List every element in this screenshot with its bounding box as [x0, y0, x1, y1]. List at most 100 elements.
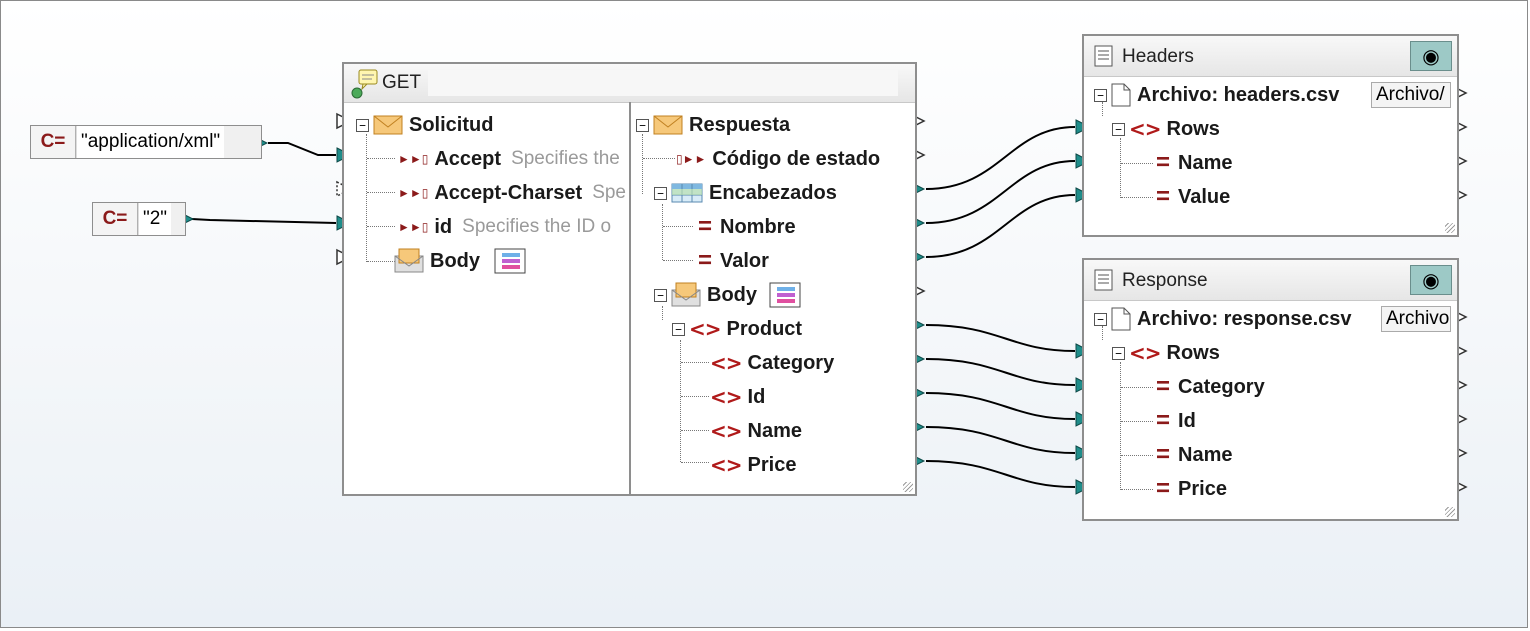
- field-label: Nombre: [720, 215, 796, 238]
- eye-icon[interactable]: ◉: [1410, 265, 1452, 295]
- tree-node-respuesta[interactable]: − Respuesta: [636, 108, 790, 142]
- file-button[interactable]: Archivo/: [1371, 82, 1451, 108]
- element-label: Name: [747, 419, 802, 442]
- respuesta-label: Respuesta: [689, 113, 791, 136]
- collapse-toggle[interactable]: −: [654, 186, 667, 200]
- wire-id-id: [925, 392, 1076, 420]
- field-valor[interactable]: = Valor: [698, 244, 769, 278]
- tree-line: [1121, 421, 1153, 422]
- tree-line: [367, 192, 395, 193]
- rows-node[interactable]: − <> Rows: [1112, 112, 1220, 146]
- body-label: Body: [707, 283, 757, 306]
- element-id[interactable]: <> Id: [710, 380, 765, 414]
- tree-line: [367, 158, 395, 159]
- constant-2[interactable]: C= "2": [92, 202, 186, 236]
- request-body[interactable]: Body: [394, 244, 526, 278]
- get-component[interactable]: GET − Solicitud ►►▯ Accept Specifies the…: [342, 62, 917, 496]
- tree-node-solicitud[interactable]: − Solicitud: [356, 108, 493, 142]
- field-name[interactable]: = Name: [1156, 146, 1233, 180]
- structure-settings-icon[interactable]: [494, 248, 526, 274]
- headers-titlebar[interactable]: Headers ◉: [1084, 36, 1457, 77]
- field-value[interactable]: = Value: [1156, 180, 1230, 214]
- file-button[interactable]: Archivo: [1381, 306, 1451, 332]
- constant-value[interactable]: "2": [138, 203, 172, 235]
- file-node[interactable]: − Archivo: headers.csv: [1094, 78, 1339, 112]
- resize-handle[interactable]: [903, 482, 913, 492]
- text-file-icon: [1094, 45, 1113, 67]
- resize-handle[interactable]: [1445, 223, 1455, 233]
- collapse-toggle[interactable]: −: [672, 322, 685, 336]
- collapse-toggle[interactable]: −: [1112, 122, 1125, 136]
- tree-line: [1102, 102, 1103, 116]
- tree-line: [367, 261, 395, 262]
- field-nombre[interactable]: = Nombre: [698, 210, 796, 244]
- constant-value[interactable]: "application/xml": [76, 126, 225, 158]
- status-code-node[interactable]: ▯►► Código de estado: [676, 142, 880, 176]
- tree-line: [681, 462, 709, 463]
- field-name[interactable]: = Name: [1156, 438, 1233, 472]
- wire-name-name: [925, 426, 1076, 454]
- xml-element-icon: <>: [710, 385, 743, 409]
- xml-element-icon: <>: [689, 317, 722, 341]
- field-price[interactable]: = Price: [1156, 472, 1227, 506]
- tree-line: [1121, 387, 1153, 388]
- title-filler: [428, 70, 898, 96]
- headers-component[interactable]: Headers ◉ − Archivo: headers.csv Archivo…: [1082, 34, 1459, 237]
- document-icon: [1111, 307, 1131, 331]
- tree-line: [1121, 163, 1153, 164]
- tree-line: [681, 362, 709, 363]
- field-label: Value: [1178, 185, 1231, 208]
- param-label: id: [434, 215, 453, 238]
- tree-line: [681, 430, 709, 431]
- element-label: Category: [747, 351, 835, 374]
- tree-node-product[interactable]: − <> Product: [672, 312, 802, 346]
- wire-product-rows: [925, 324, 1076, 352]
- collapse-toggle[interactable]: −: [1094, 312, 1107, 326]
- tree-line: [1121, 489, 1153, 490]
- tree-node-response-body[interactable]: − Body: [654, 278, 801, 312]
- param-id[interactable]: ►►▯ id Specifies the ID o: [398, 210, 611, 244]
- constant-application-xml[interactable]: C= "application/xml": [30, 125, 262, 159]
- tree-line: [681, 396, 709, 397]
- product-label: Product: [726, 317, 803, 340]
- element-category[interactable]: <> Category: [710, 346, 834, 380]
- xml-element-icon: <>: [1129, 117, 1162, 141]
- param-accept-charset[interactable]: ►►▯ Accept-Charset Spe: [398, 176, 626, 210]
- tree-line: [1120, 362, 1121, 490]
- web-service-icon: [351, 69, 378, 99]
- file-node[interactable]: − Archivo: response.csv: [1094, 302, 1352, 336]
- field-label: Name: [1178, 443, 1233, 466]
- xml-element-icon: <>: [710, 453, 743, 477]
- rows-label: Rows: [1166, 341, 1220, 364]
- collapse-toggle[interactable]: −: [1112, 346, 1125, 360]
- collapse-toggle[interactable]: −: [1094, 88, 1107, 102]
- get-titlebar[interactable]: GET: [344, 64, 915, 103]
- param-desc: Specifies the ID o: [462, 216, 612, 237]
- response-component[interactable]: Response ◉ − Archivo: response.csv Archi…: [1082, 258, 1459, 521]
- response-titlebar[interactable]: Response ◉: [1084, 260, 1457, 301]
- envelope-open-icon: [671, 282, 701, 307]
- field-category[interactable]: = Category: [1156, 370, 1265, 404]
- wire-price-price: [925, 460, 1076, 488]
- resize-handle[interactable]: [1445, 507, 1455, 517]
- field-id[interactable]: = Id: [1156, 404, 1196, 438]
- element-name[interactable]: <> Name: [710, 414, 802, 448]
- parameter-icon: ▯►►: [676, 152, 707, 166]
- parameter-icon: ►►▯: [398, 152, 429, 166]
- tree-node-encabezados[interactable]: − Encabezados: [654, 176, 837, 210]
- param-accept[interactable]: ►►▯ Accept Specifies the: [398, 142, 620, 176]
- rows-node[interactable]: − <> Rows: [1112, 336, 1220, 370]
- wire-category-category: [925, 358, 1076, 386]
- collapse-toggle[interactable]: −: [356, 118, 369, 132]
- tree-line: [366, 134, 367, 262]
- tree-line: [1120, 138, 1121, 198]
- tree-line: [1121, 197, 1153, 198]
- eye-icon[interactable]: ◉: [1410, 41, 1452, 71]
- tree-line: [643, 158, 675, 159]
- envelope-open-icon: [394, 248, 424, 273]
- collapse-toggle[interactable]: −: [636, 118, 649, 132]
- tree-line: [662, 306, 663, 320]
- element-price[interactable]: <> Price: [710, 448, 796, 482]
- collapse-toggle[interactable]: −: [654, 288, 667, 302]
- structure-settings-icon[interactable]: [769, 282, 801, 308]
